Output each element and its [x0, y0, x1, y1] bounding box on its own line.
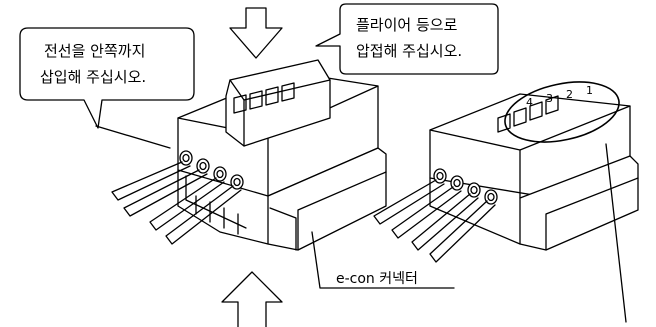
press-arrow-up	[221, 271, 283, 327]
left-connector	[177, 59, 387, 251]
callout-insert-wire: 전선을 안쪽까지 삽입해 주십시오.	[19, 27, 195, 129]
pin-number-highlight	[504, 81, 620, 143]
callout-press-pliers: 플라이어 등으로 압접해 주십시오.	[315, 3, 499, 75]
right-connector	[429, 93, 639, 251]
callout-press-pliers-line2: 압접해 주십시오.	[356, 42, 462, 60]
pin-number-4: 4	[526, 96, 533, 109]
connector-label: e-con 커넥터	[336, 271, 418, 287]
callout-insert-wire-line1: 전선을 안쪽까지	[44, 42, 145, 60]
callout-press-pliers-line1: 플라이어 등으로	[356, 16, 458, 34]
leader-connector-label	[311, 231, 455, 289]
pin-number-1: 1	[586, 84, 593, 97]
callout-insert-wire-line2: 삽입해 주십시오.	[40, 68, 146, 86]
pin-number-labels: 4 3 2 1	[526, 84, 593, 109]
left-connector-wires	[111, 161, 242, 245]
leader-insert-wire	[95, 125, 171, 149]
pin-number-2: 2	[566, 88, 573, 101]
press-arrow-down	[229, 7, 283, 59]
leader-pin-number	[605, 143, 627, 323]
right-connector-wires	[373, 179, 496, 263]
pin-number-3: 3	[546, 92, 553, 105]
